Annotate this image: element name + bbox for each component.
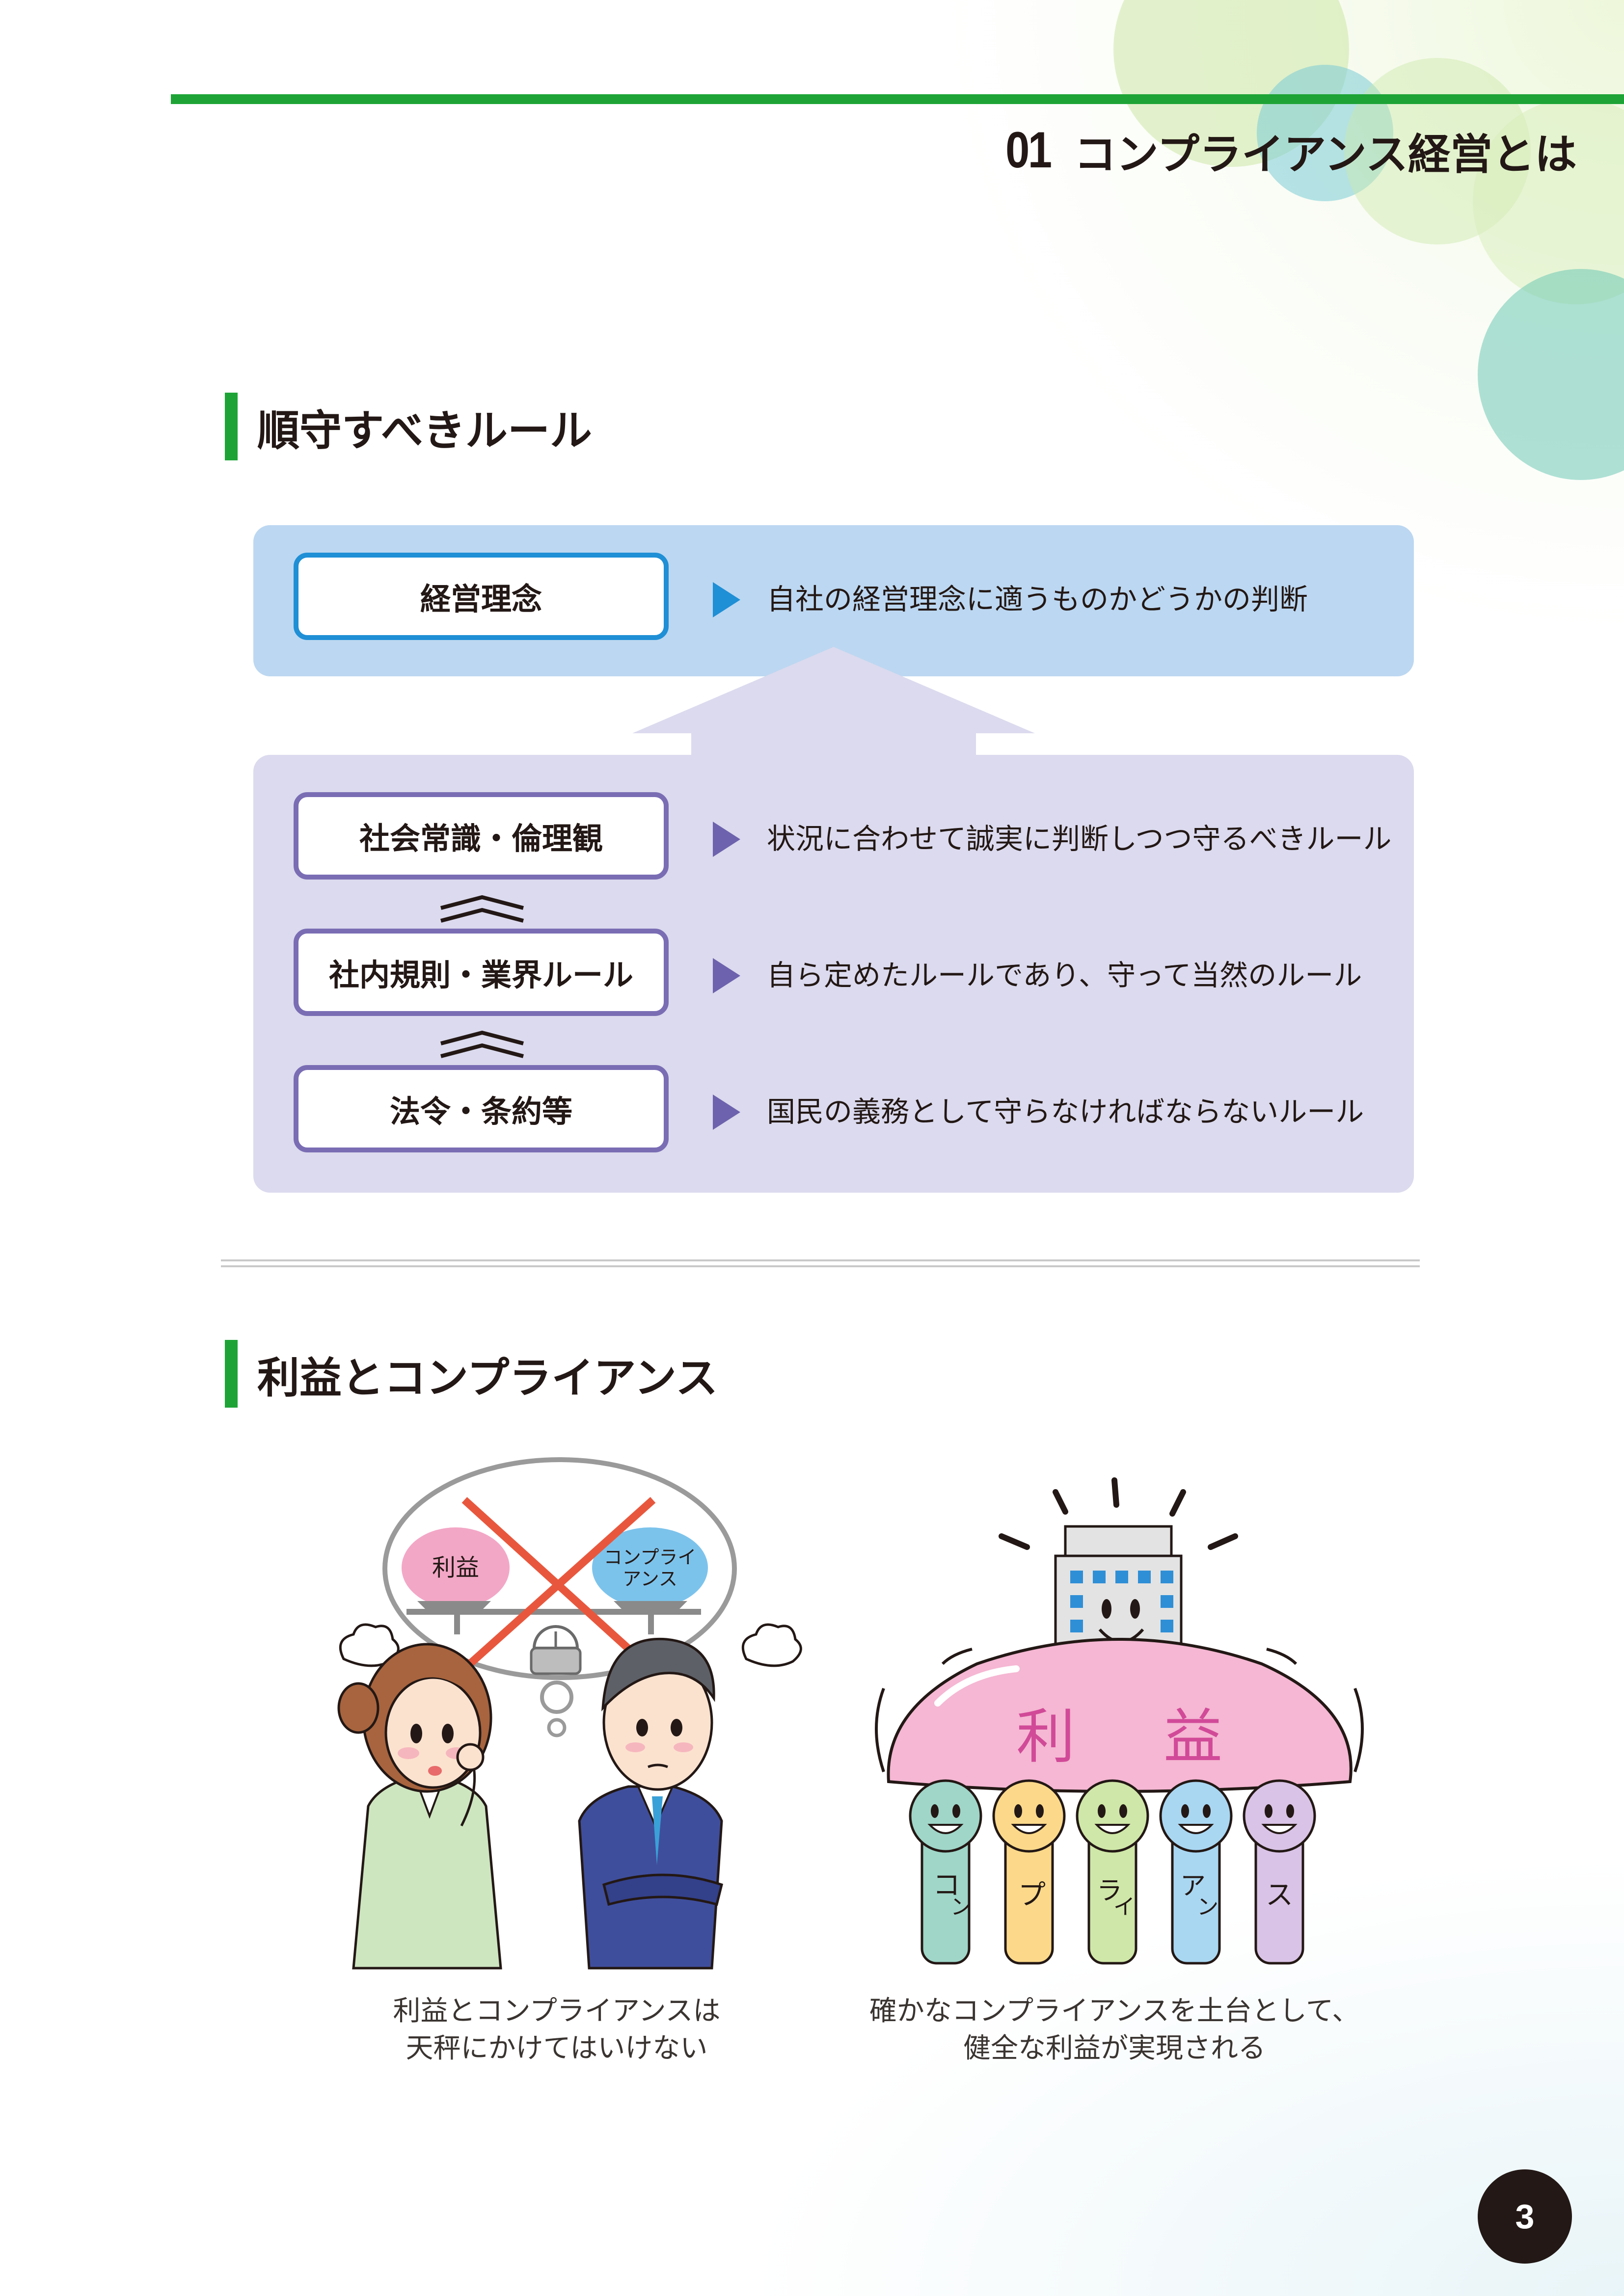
compliance-figures: コ ン プ ラ イ ア ン ス	[909, 1779, 1316, 1965]
play-triangle-icon	[713, 822, 740, 857]
caption-line: 天秤にかけてはいけない	[406, 2032, 708, 2064]
decor-bubble	[1257, 65, 1393, 201]
rule-box-law: 法令・条約等	[294, 1065, 669, 1152]
header-rule	[171, 94, 1624, 104]
caption-line: 確かなコンプライアンスを土台として、	[869, 1995, 1360, 2027]
page-title: 01 コンプライアンス経営とは	[1001, 116, 1577, 185]
woman-figure	[337, 1643, 502, 1970]
compliance-pan-label: アンス	[623, 1568, 677, 1590]
double-chevron-up-icon	[440, 895, 524, 923]
figure-lime	[1076, 1779, 1149, 1965]
profit-pan-label: 利益	[432, 1554, 479, 1581]
cushion-char: 利	[1016, 1703, 1075, 1771]
figure-blue	[1159, 1779, 1233, 1965]
play-triangle-icon	[713, 1095, 740, 1130]
scale-illustration: 利益 コンプライ アンス	[337, 1457, 802, 1970]
compliance-pan-label: コンプライ	[604, 1547, 697, 1568]
figure-char: ン	[950, 1895, 972, 1920]
rule-label: 法令・条約等	[389, 1094, 572, 1129]
caption-line: 利益とコンプライアンスは	[393, 1995, 721, 2027]
philosophy-label: 経営理念	[420, 581, 542, 617]
chapter-number: 01	[1005, 121, 1052, 179]
page-number: 3	[1515, 2197, 1535, 2236]
rule-description: 自ら定めたルールであり、守って当然のルール	[767, 959, 1362, 992]
philosophy-box: 経営理念	[294, 553, 669, 640]
double-chevron-up-icon	[440, 1030, 524, 1058]
rule-description: 状況に合わせて誠実に判断しつつ守るべきルール	[767, 822, 1392, 855]
compliance-pan	[592, 1527, 708, 1608]
figure-char: イ	[1113, 1895, 1135, 1920]
figure-yellow	[992, 1779, 1066, 1965]
rule-label: 社内規則・業界ルール	[328, 957, 633, 993]
figure-char: ス	[1266, 1879, 1293, 1911]
play-triangle-icon	[713, 582, 740, 617]
play-triangle-icon	[713, 958, 740, 993]
heading-bar	[225, 393, 238, 460]
profit-pan	[402, 1527, 510, 1608]
rule-box-social: 社会常識・倫理観	[294, 792, 669, 880]
section-divider	[221, 1259, 1420, 1267]
figure-char: プ	[1018, 1879, 1046, 1911]
chapter-title: コンプライアンス経営とは	[1074, 130, 1577, 179]
profit-cushion: 利 益	[887, 1638, 1353, 1793]
rule-box-internal: 社内規則・業界ルール	[294, 929, 669, 1016]
rule-description: 国民の義務として守らなければならないルール	[767, 1095, 1364, 1128]
section-heading-profit: 利益とコンプライアンス	[225, 1340, 718, 1408]
figure-char: ア	[1180, 1871, 1206, 1901]
figure-char: ラ	[1097, 1876, 1122, 1906]
section-heading-rules: 順守すべきルール	[225, 393, 592, 460]
man-figure	[578, 1637, 723, 1970]
figure-green	[909, 1779, 982, 1965]
section-heading-text: 順守すべきルール	[257, 406, 592, 455]
up-arrow	[632, 647, 1035, 758]
foundation-caption: 確かなコンプライアンスを土台として、 健全な利益が実現される	[859, 1993, 1370, 2067]
cushion-char: 益	[1164, 1703, 1222, 1771]
philosophy-description: 自社の経営理念に適うものかどうかの判断	[767, 583, 1308, 616]
rule-label: 社会常識・倫理観	[359, 821, 603, 856]
figure-char: ン	[1197, 1895, 1218, 1920]
heading-bar	[225, 1340, 238, 1408]
scale-caption: 利益とコンプライアンスは 天秤にかけてはいけない	[360, 1993, 753, 2067]
figure-purple	[1243, 1779, 1316, 1965]
section-heading-text: 利益とコンプライアンス	[257, 1353, 718, 1403]
figure-char: コ	[933, 1869, 960, 1901]
page-number-badge: 3	[1478, 2169, 1572, 2264]
cross-mark-icon	[461, 1497, 636, 1656]
caption-line: 健全な利益が実現される	[963, 2032, 1266, 2064]
foundation-illustration: 利 益	[875, 1477, 1364, 1965]
thought-cloud	[382, 1457, 737, 1680]
